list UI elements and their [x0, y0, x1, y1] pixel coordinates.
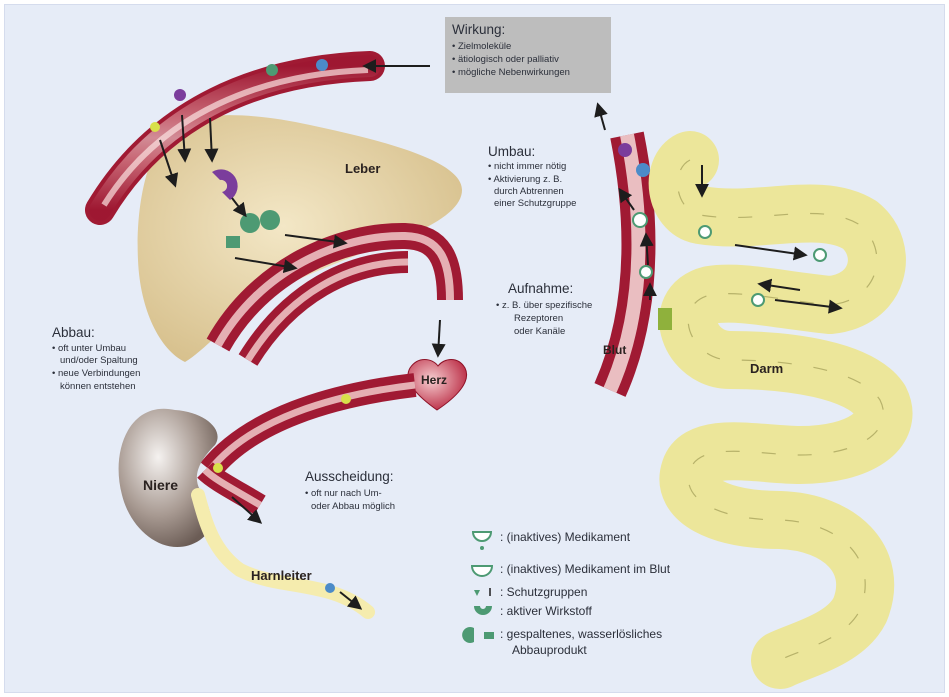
wirkung-item-1: • Zielmoleküle — [452, 41, 511, 53]
active-agent-icon — [474, 606, 492, 615]
gut-blood-connector — [658, 308, 672, 330]
inactive-drug-icon — [473, 532, 491, 541]
split-product-icon — [462, 627, 474, 643]
abbau-item-1: • oft unter Umbau — [52, 343, 126, 355]
legend-inactive-drug: : (inaktives) Medikament — [500, 530, 630, 544]
liver-label: Leber — [345, 161, 380, 176]
molecule-kidney-vessel — [213, 463, 223, 473]
molecule-gut-1 — [699, 226, 711, 238]
aufnahme-item-2: Rezeptoren — [514, 313, 563, 325]
aufnahme-item-3: oder Kanäle — [514, 326, 565, 338]
legend-split-product: : gespaltenes, wasserlösliches — [500, 627, 662, 641]
ausscheidung-item-1: • oft nur nach Um- — [305, 488, 382, 500]
inactive-drug-blood-icon — [472, 566, 492, 576]
split-product-1 — [226, 236, 240, 248]
ureter-label: Harnleiter — [251, 568, 312, 583]
umbau-item-1: • nicht immer nötig — [488, 161, 566, 173]
legend-icons — [462, 532, 494, 643]
legend-active-agent: : aktiver Wirkstoff — [500, 604, 592, 618]
umbau-title: Umbau: — [488, 144, 535, 159]
molecule-gut-2 — [814, 249, 826, 261]
wirkung-item-2: • ätiologisch oder palliativ — [452, 54, 559, 66]
blood-label: Blut — [603, 343, 626, 357]
umbau-item-4: einer Schutzgruppe — [494, 198, 576, 210]
ausscheidung-item-2: oder Abbau möglich — [311, 501, 395, 513]
kidney-label: Niere — [143, 477, 178, 493]
abbau-item-4: können entstehen — [60, 381, 136, 393]
aufnahme-item-1: • z. B. über spezifische — [496, 300, 592, 312]
molecule-vessel-1 — [174, 89, 186, 101]
molecule-gut-3 — [752, 294, 764, 306]
vessel-heart-kidney — [210, 385, 415, 470]
abbau-item-3: • neue Verbindungen — [52, 368, 140, 380]
molecule-heart-vessel — [341, 394, 351, 404]
aufnahme-title: Aufnahme: — [508, 281, 573, 296]
protective-group-icon — [474, 590, 480, 596]
molecule-vessel-4 — [150, 122, 160, 132]
umbau-item-3: durch Abtrennen — [494, 186, 564, 198]
molecule-blood-3 — [633, 213, 647, 227]
molecule-vessel-3 — [266, 64, 278, 76]
legend-protective-groups: : Schutzgruppen — [500, 585, 587, 599]
gut-label: Darm — [750, 361, 783, 376]
molecule-blood-1 — [618, 143, 632, 157]
inactive-molecule-1 — [240, 213, 260, 233]
inactive-molecule-2 — [260, 210, 280, 230]
wirkung-title: Wirkung: — [452, 22, 505, 37]
molecule-vessel-2 — [316, 59, 328, 71]
legend-inactive-drug-blood: : (inaktives) Medikament im Blut — [500, 562, 670, 576]
molecule-ureter — [325, 583, 335, 593]
wirkung-item-3: • mögliche Nebenwirkungen — [452, 67, 570, 79]
abbau-title: Abbau: — [52, 325, 95, 340]
umbau-item-2: • Aktivierung z. B. — [488, 174, 562, 186]
molecule-blood-2 — [636, 163, 650, 177]
ausscheidung-title: Ausscheidung: — [305, 469, 394, 484]
abbau-item-2: und/oder Spaltung — [60, 355, 138, 367]
heart-label: Herz — [421, 373, 447, 387]
molecule-blood-4 — [640, 266, 652, 278]
legend-split-product-line2: Abbauprodukt — [512, 643, 587, 657]
